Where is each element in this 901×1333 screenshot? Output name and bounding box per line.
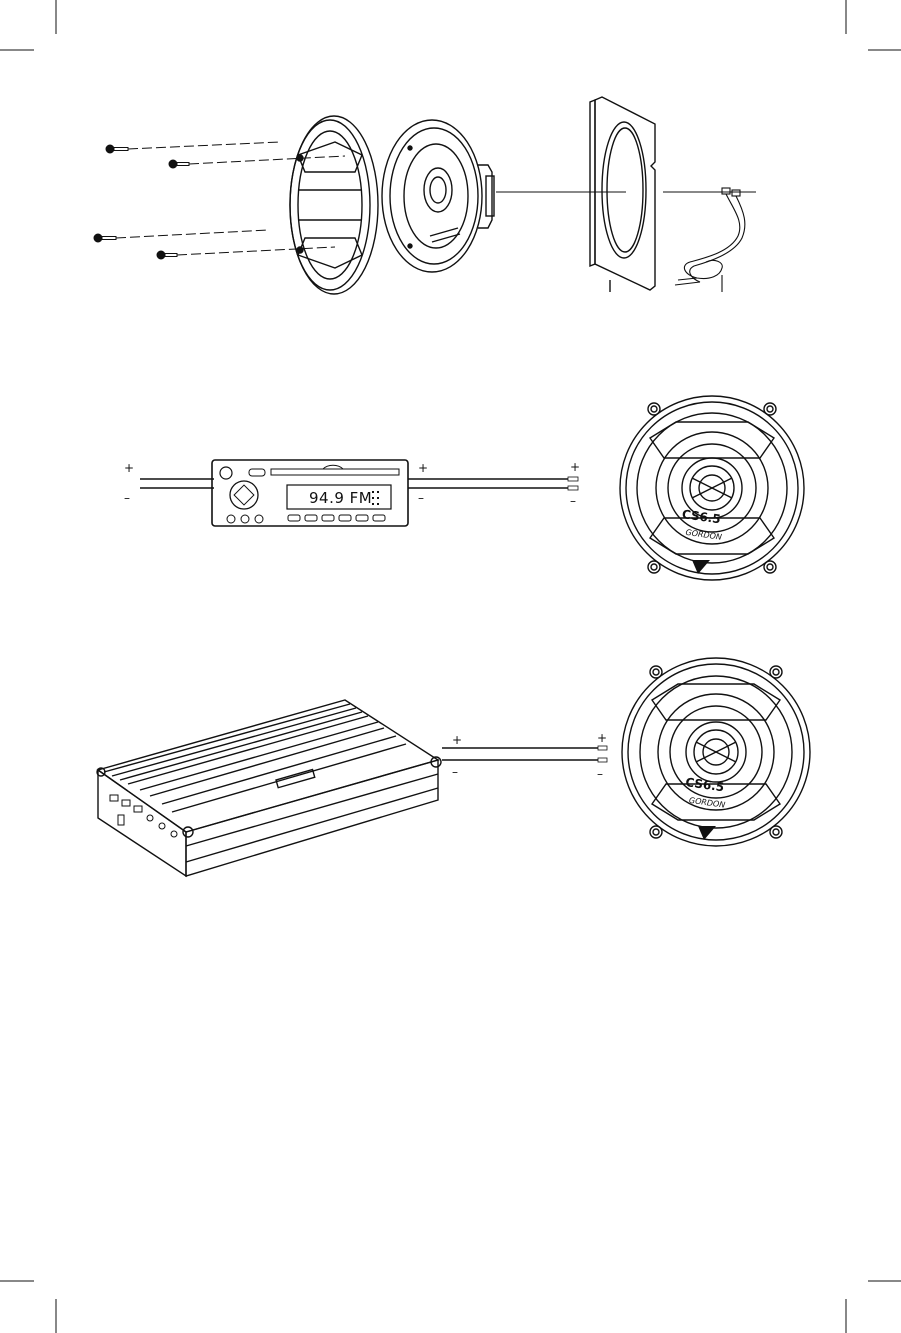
exploded-view: [94, 97, 756, 294]
lcd-display: 94.9 FM: [309, 489, 372, 507]
speaker-model-label: CS6.5: [685, 775, 726, 794]
output-minus-label: –: [418, 491, 424, 505]
amp-plus-label: +: [452, 733, 462, 747]
amplifier-icon: [97, 700, 441, 876]
speaker-front-icon: CS6.5 GORDON: [620, 396, 804, 580]
speaker2-minus-label: –: [597, 767, 603, 781]
mounting-adapter-icon: [590, 97, 655, 292]
amp-minus-label: –: [452, 765, 458, 779]
output-plus-label: +: [418, 461, 428, 475]
screw-icon: [94, 230, 268, 242]
speaker-front-icon: CS6.5 GORDON: [622, 658, 810, 846]
speaker1-plus-label: +: [570, 460, 580, 474]
head-unit-wiring: + – 94.9 FM: [124, 460, 580, 526]
speaker2-plus-label: +: [597, 731, 607, 745]
screw-icon: [106, 142, 280, 153]
wire-harness-icon: [675, 188, 745, 292]
coaxial-speaker-icon: [382, 120, 494, 272]
speaker1-minus-label: –: [570, 494, 576, 508]
screw-icon: [157, 247, 335, 259]
speaker-grille-icon: [290, 116, 378, 294]
input-minus-label: –: [124, 491, 130, 505]
amplifier-wiring: + – + –: [442, 731, 607, 781]
input-plus-label: +: [124, 461, 134, 475]
screw-icon: [169, 156, 345, 168]
head-unit-icon: 94.9 FM: [212, 460, 408, 526]
